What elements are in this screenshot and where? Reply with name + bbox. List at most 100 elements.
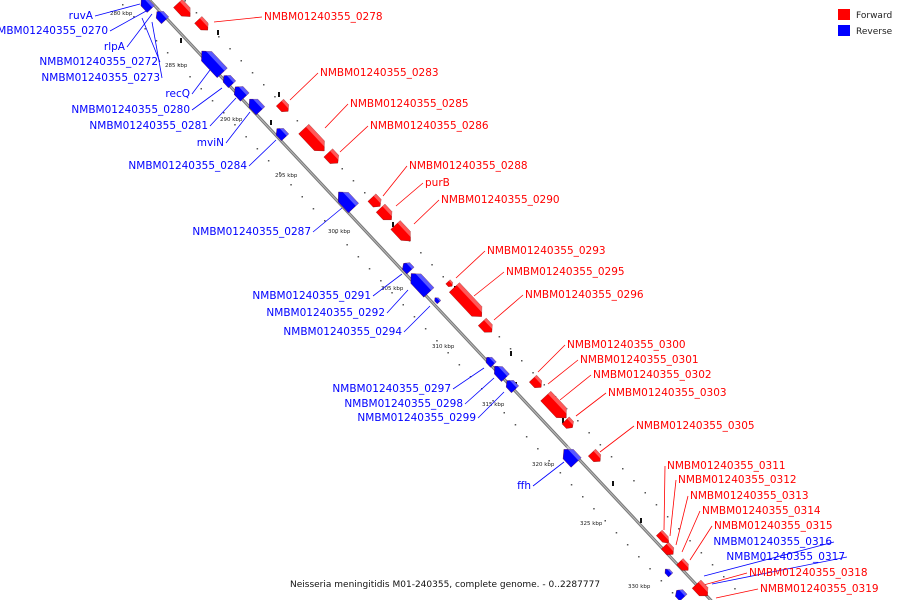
forward-gene-block[interactable] — [390, 220, 416, 246]
track-dot — [543, 384, 545, 386]
forward-gene-label[interactable]: NMBM01240355_0290 — [441, 194, 560, 206]
reverse-gene-block[interactable] — [220, 72, 236, 89]
reverse-gene-block[interactable] — [433, 296, 442, 305]
reverse-gene-label[interactable]: NMBM01240355_0287 — [192, 226, 311, 238]
leader-line — [464, 377, 495, 405]
forward-gene-block[interactable] — [375, 203, 396, 224]
forward-gene-label[interactable]: NMBM01240355_0319 — [760, 583, 879, 595]
reverse-gene-block[interactable] — [406, 268, 435, 298]
forward-gene-label[interactable]: NMBM01240355_0278 — [264, 11, 383, 23]
reverse-gene-label[interactable]: NMBM01240355_0280 — [71, 104, 190, 116]
forward-gene-block[interactable] — [449, 282, 487, 322]
reverse-gene-label[interactable]: recQ — [165, 88, 190, 100]
track-dot — [711, 564, 714, 566]
leader-line — [339, 125, 369, 153]
forward-gene-label[interactable]: purB — [425, 177, 450, 189]
forward-gene-label[interactable]: NMBM01240355_0318 — [749, 567, 868, 579]
forward-gene-label[interactable]: NMBM01240355_0311 — [667, 460, 786, 472]
reverse-gene-label[interactable]: NMBM01240355_0299 — [357, 412, 476, 424]
forward-gene-label[interactable]: NMBM01240355_0283 — [320, 67, 439, 79]
forward-gene-label[interactable]: NMBM01240355_0286 — [370, 120, 489, 132]
track-dot — [532, 372, 534, 374]
tick-label: 320 kbp — [532, 462, 555, 468]
track-dot — [144, 28, 146, 30]
leader-line — [599, 425, 635, 453]
track-dot — [509, 348, 512, 350]
forward-gene-block[interactable] — [298, 124, 330, 155]
reverse-gene-label[interactable]: NMBM01240355_0317 — [726, 551, 845, 563]
forward-gene-block[interactable] — [276, 98, 292, 115]
leader-line — [382, 165, 408, 197]
track-dot — [671, 592, 674, 594]
forward-gene-label[interactable]: NMBM01240355_0302 — [593, 369, 712, 381]
track-dot — [245, 136, 247, 138]
forward-gene-block[interactable] — [323, 148, 343, 167]
forward-gene-label[interactable]: NMBM01240355_0315 — [714, 520, 833, 532]
forward-gene-block[interactable] — [588, 448, 604, 465]
reverse-gene-block[interactable] — [245, 95, 266, 116]
tick-label: 295 kbp — [275, 173, 298, 179]
tick-mark — [180, 38, 182, 43]
track-dot — [604, 520, 606, 522]
forward-gene-block[interactable] — [173, 0, 195, 21]
tick-mark — [612, 481, 614, 486]
forward-gene-label[interactable]: NMBM01240355_0305 — [636, 420, 755, 432]
reverse-gene-label[interactable]: NMBM01240355_0294 — [283, 326, 402, 338]
forward-gene-block[interactable] — [540, 391, 572, 422]
forward-gene-label[interactable]: NMBM01240355_0312 — [678, 474, 797, 486]
forward-gene-label[interactable]: NMBM01240355_0288 — [409, 160, 528, 172]
forward-gene-label[interactable]: NMBM01240355_0296 — [525, 289, 644, 301]
track-dot — [413, 316, 416, 318]
reverse-gene-block[interactable] — [484, 354, 497, 368]
reverse-gene-label[interactable]: NMBM01240355_0298 — [344, 398, 463, 410]
reverse-gene-block[interactable] — [559, 444, 582, 468]
reverse-gene-label[interactable]: rlpA — [104, 41, 126, 53]
forward-gene-block[interactable] — [561, 416, 577, 431]
reverse-gene-label[interactable]: NMBM01240355_0291 — [252, 290, 371, 302]
reverse-gene-label[interactable]: ruvA — [69, 10, 94, 22]
forward-gene-block[interactable] — [661, 541, 677, 558]
reverse-gene-label[interactable]: NMBM01240355_0272 — [39, 56, 158, 68]
forward-gene-label[interactable]: NMBM01240355_0293 — [487, 245, 606, 257]
forward-gene-block[interactable] — [676, 558, 692, 574]
forward-gene-block[interactable] — [656, 529, 672, 546]
reverse-gene-block[interactable] — [663, 567, 674, 578]
reverse-gene-label[interactable]: NMBM01240355_0316 — [713, 536, 832, 548]
forward-gene-block[interactable] — [691, 579, 712, 600]
forward-gene-block[interactable] — [367, 193, 385, 210]
forward-gene-label[interactable]: NMBM01240355_0285 — [350, 98, 469, 110]
forward-gene-label[interactable]: NMBM01240355_0300 — [567, 339, 686, 351]
forward-gene-block[interactable] — [445, 279, 455, 288]
reverse-gene-block[interactable] — [138, 0, 155, 13]
reverse-gene-block[interactable] — [153, 8, 169, 25]
reverse-gene-block[interactable] — [273, 125, 289, 142]
track-dot — [335, 232, 337, 234]
reverse-gene-block[interactable] — [673, 586, 688, 600]
forward-gene-label[interactable]: NMBM01240355_0314 — [702, 505, 821, 517]
track-dot — [548, 460, 550, 462]
forward-gene-block[interactable] — [194, 16, 212, 33]
forward-gene-block[interactable] — [477, 317, 496, 336]
reverse-gene-label[interactable]: NMBM01240355_0292 — [266, 307, 385, 319]
forward-gene-label[interactable]: NMBM01240355_0303 — [608, 387, 727, 399]
reverse-gene-block[interactable] — [491, 362, 510, 382]
reverse-gene-block[interactable] — [231, 82, 250, 102]
reverse-gene-label[interactable]: NMBM01240355_0273 — [41, 72, 160, 84]
reverse-gene-label[interactable]: ffh — [517, 480, 531, 492]
track-dot — [274, 96, 276, 98]
forward-gene-label[interactable]: NMBM01240355_0313 — [690, 490, 809, 502]
track-dot — [525, 436, 528, 438]
reverse-gene-block[interactable] — [333, 187, 359, 214]
reverse-gene-label[interactable]: NMBM01240355_0284 — [128, 160, 247, 172]
forward-gene-label[interactable]: NMBM01240355_0295 — [506, 266, 625, 278]
reverse-gene-label[interactable]: mviN — [197, 137, 224, 149]
reverse-gene-label[interactable]: NMBM01240355_0297 — [332, 383, 451, 395]
reverse-gene-block[interactable] — [400, 259, 415, 275]
reverse-gene-block[interactable] — [503, 377, 519, 394]
reverse-gene-block[interactable] — [197, 46, 228, 78]
leader-line — [191, 87, 223, 111]
reverse-gene-label[interactable]: NMBM01240355_0270 — [0, 25, 108, 37]
reverse-gene-label[interactable]: NMBM01240355_0281 — [89, 120, 208, 132]
forward-gene-block[interactable] — [529, 374, 545, 391]
forward-gene-label[interactable]: NMBM01240355_0301 — [580, 354, 699, 366]
